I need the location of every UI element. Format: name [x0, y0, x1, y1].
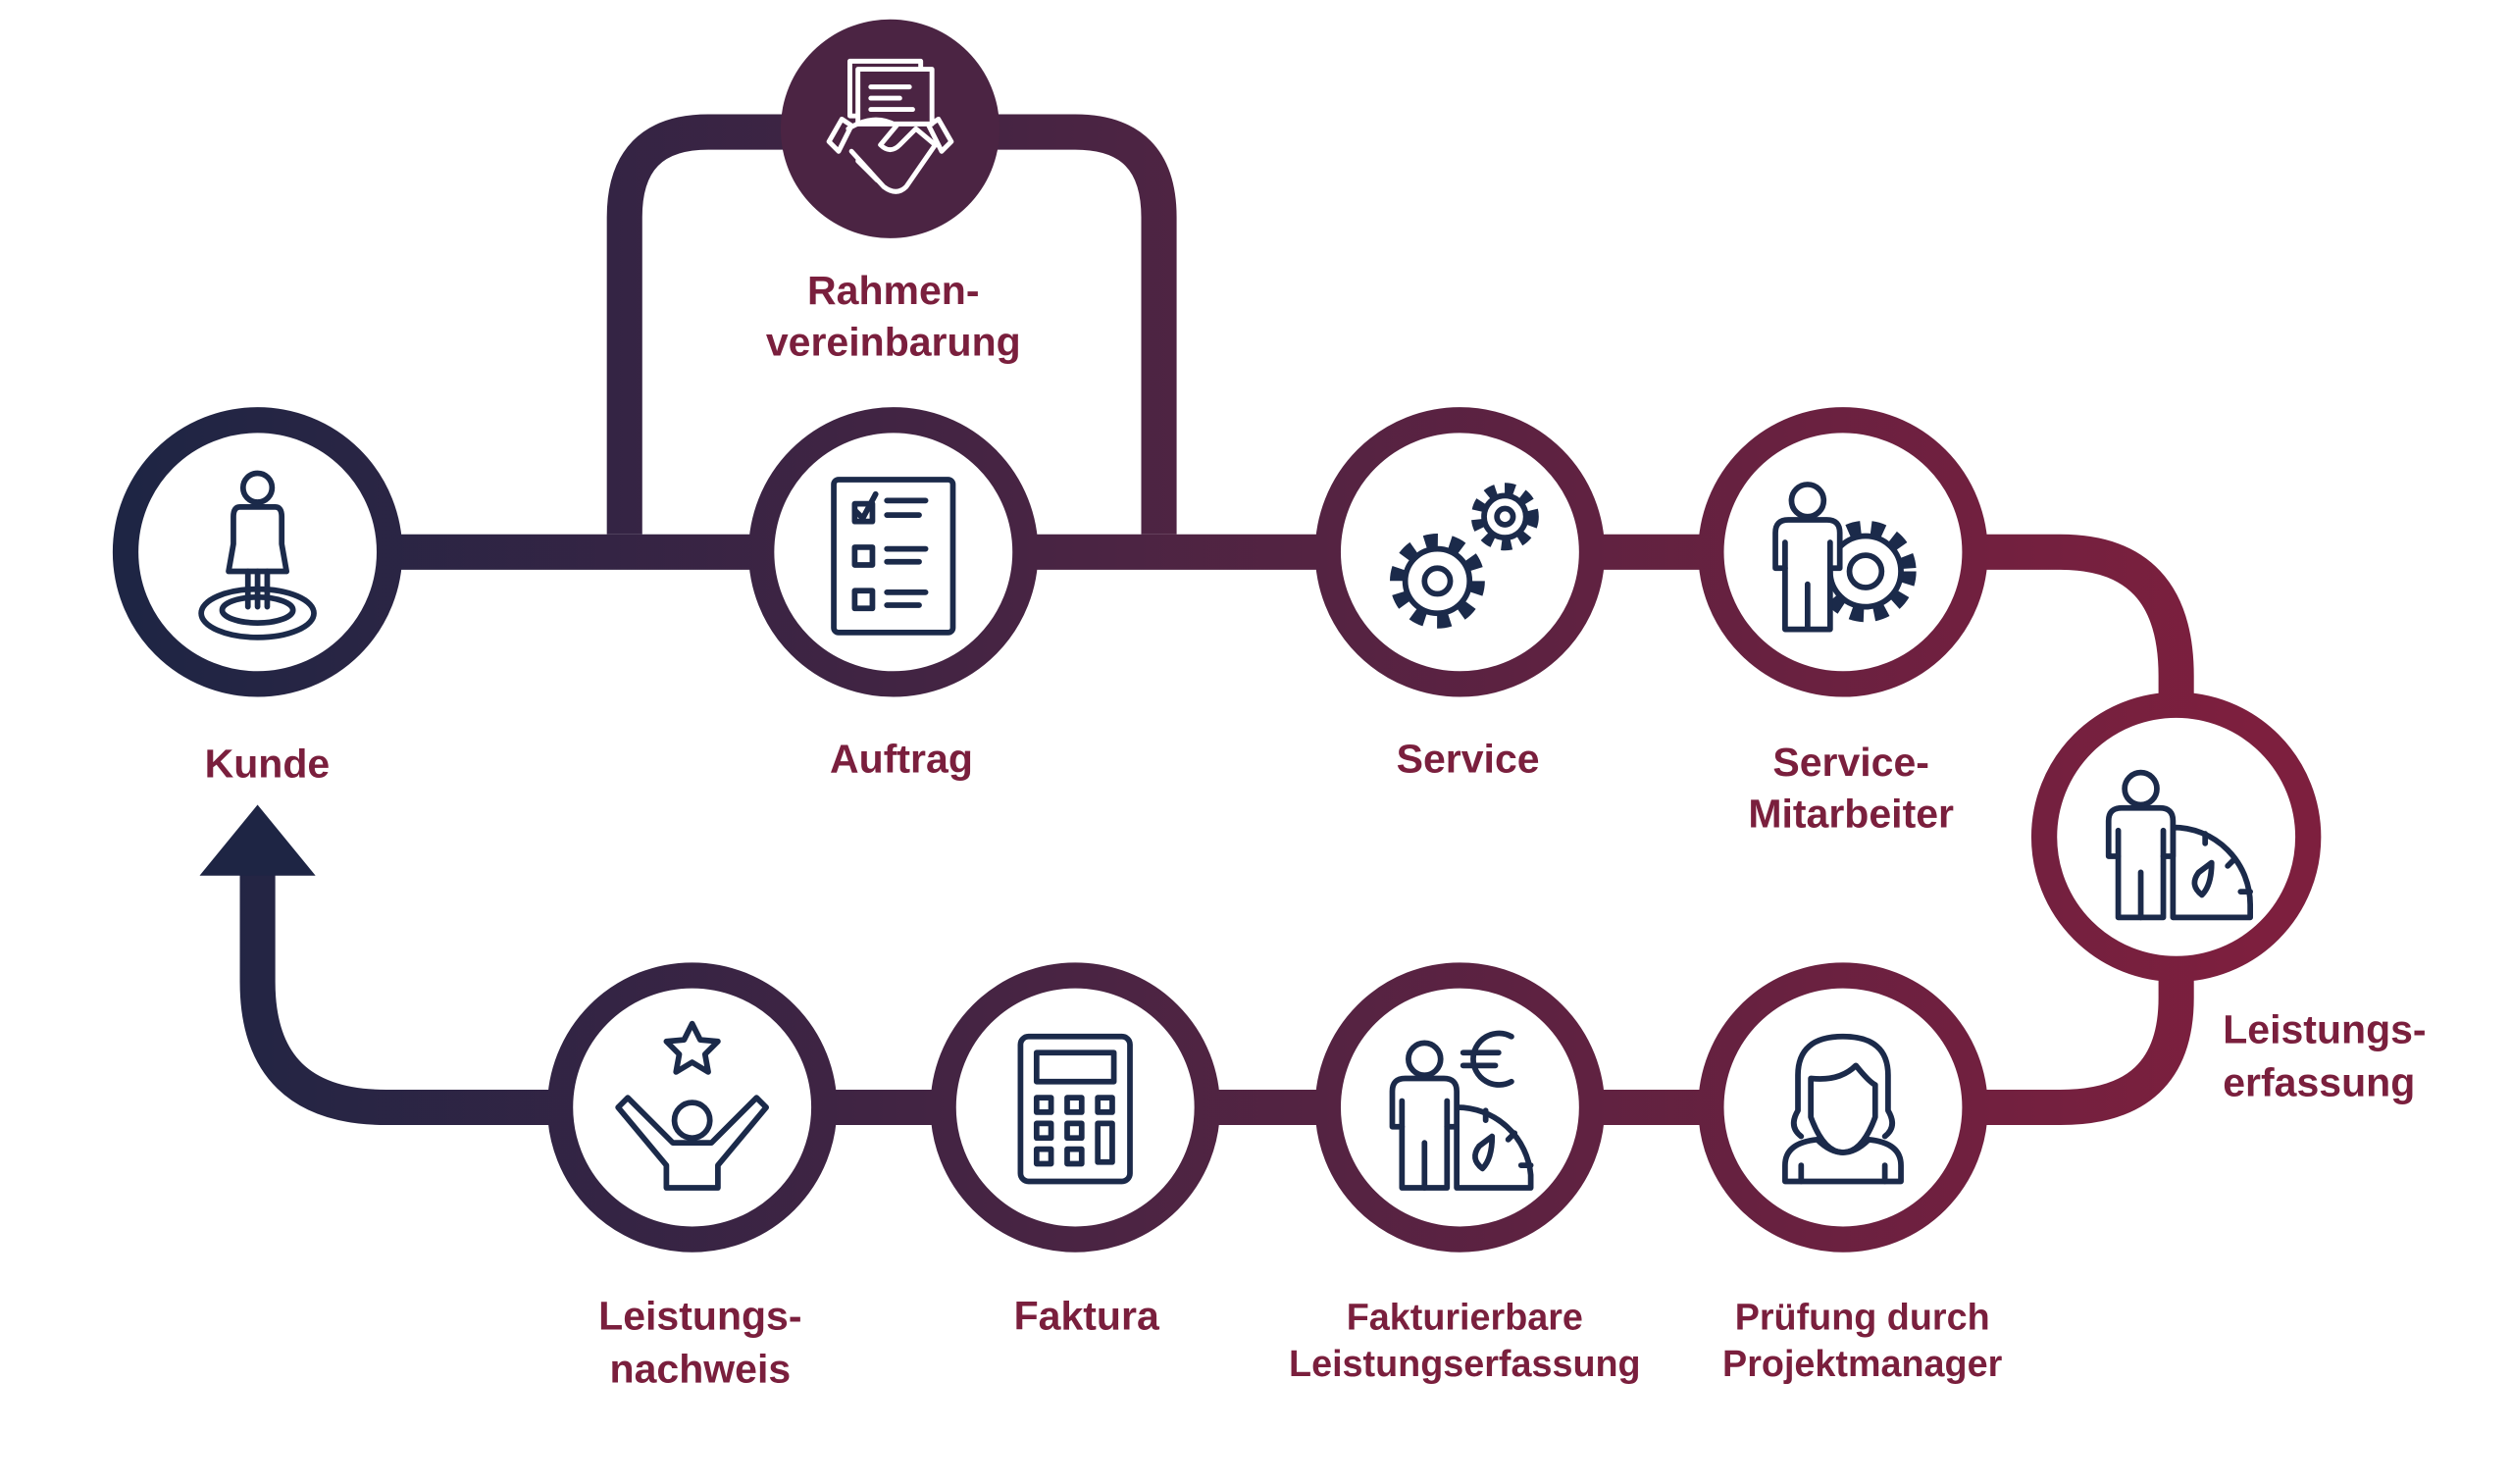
label-leistungsnachweis-1: Leistungs- — [598, 1293, 801, 1338]
node-rahmenvereinbarung — [780, 19, 1000, 238]
gears-icon — [1390, 483, 1539, 629]
node-kunde — [112, 407, 403, 697]
label-auftrag: Auftrag — [830, 737, 973, 782]
person-gauge-euro-icon — [1389, 1030, 1534, 1191]
calculator-icon — [1017, 1033, 1133, 1185]
label-pruefung-1: Prüfung durch — [1735, 1296, 1990, 1337]
label-kunde: Kunde — [205, 742, 331, 787]
person-target-icon — [198, 470, 317, 640]
node-faktura — [930, 962, 1220, 1253]
node-fakturierbare-leistungserfassung — [1314, 962, 1606, 1253]
label-fakturierbare-2: Leistungserfassung — [1289, 1343, 1641, 1384]
label-rahmen-2: vereinbarung — [766, 320, 1021, 365]
label-faktura: Faktura — [1014, 1293, 1160, 1338]
return-arrow-head — [199, 804, 316, 876]
node-leistungsnachweis — [546, 962, 838, 1253]
person-gear-icon — [1772, 482, 1917, 633]
top-line — [239, 534, 2194, 1126]
label-leistungserfassung-2: erfassung — [2223, 1060, 2415, 1105]
checklist-icon — [831, 477, 956, 636]
handshake-document-icon — [826, 58, 954, 194]
woman-icon — [1782, 1033, 1904, 1185]
label-pruefung-2: Projektmanager — [1722, 1343, 2003, 1384]
label-leistungsnachweis-2: nachweis — [610, 1347, 792, 1392]
node-service-mitarbeiter — [1698, 407, 1988, 697]
label-leistungserfassung-1: Leistungs- — [2223, 1006, 2426, 1051]
node-service — [1314, 407, 1606, 697]
node-pruefung — [1698, 962, 1988, 1253]
label-service-mitarbeiter-1: Service- — [1772, 740, 1929, 785]
person-star-icon — [615, 1020, 770, 1191]
label-rahmen-1: Rahmen- — [807, 268, 979, 313]
person-gauge-icon — [2105, 769, 2254, 921]
labels: Kunde Rahmen- vereinbarung Auftrag Servi… — [205, 268, 2427, 1391]
euro-icon — [1460, 1030, 1514, 1088]
label-fakturierbare-1: Fakturierbare — [1347, 1296, 1583, 1337]
node-leistungserfassung — [2030, 691, 2322, 983]
label-service: Service — [1397, 737, 1540, 782]
node-auftrag — [748, 407, 1039, 697]
label-service-mitarbeiter-2: Mitarbeiter — [1748, 791, 1954, 836]
